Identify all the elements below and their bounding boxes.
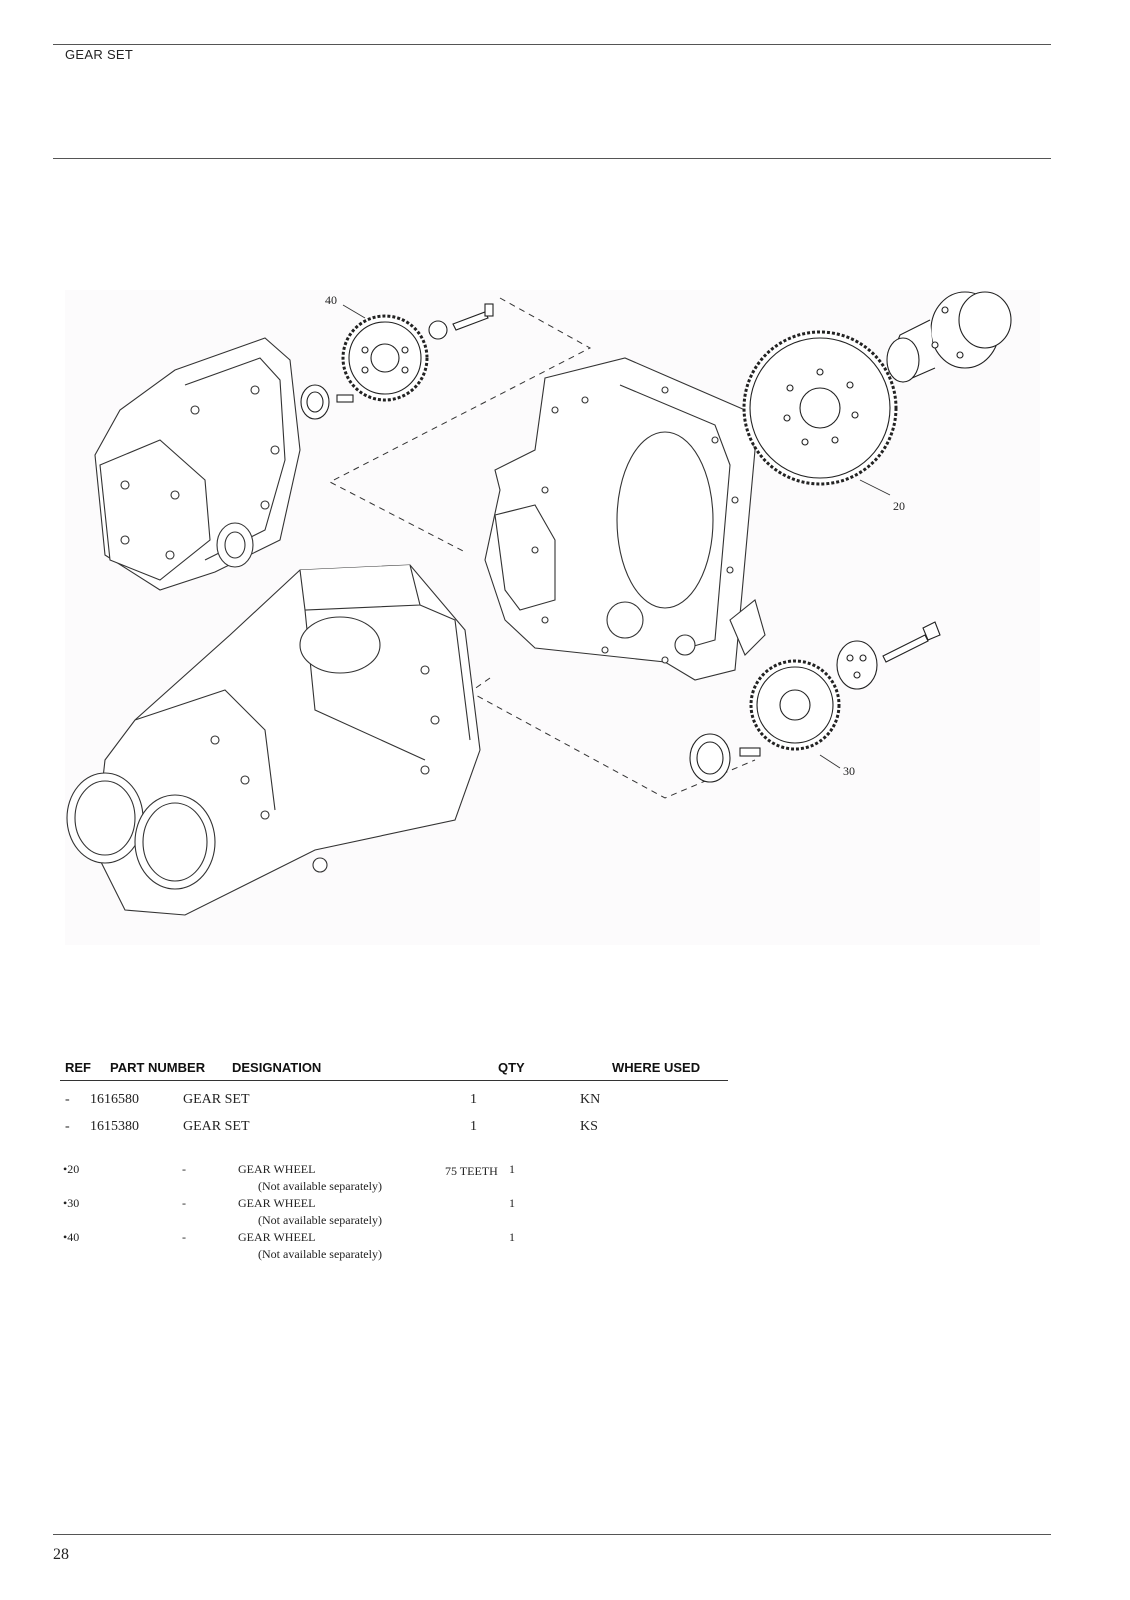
header-ref: REF (65, 1060, 91, 1075)
subrow-ref: •20 (63, 1162, 80, 1176)
upper-housing-assembly (94, 337, 301, 591)
exploded-view-figure: 40 20 30 (65, 290, 1040, 945)
subrow-note: (Not available separately) (258, 1213, 382, 1227)
header-where-used: WHERE USED (612, 1060, 701, 1075)
header-top-rule (53, 44, 1051, 45)
row-ref: - (65, 1119, 70, 1134)
subrow-qty: 1 (509, 1162, 515, 1176)
table-row: - 1615380 GEAR SET 1 KS (60, 1119, 730, 1141)
callout-30: 30 (843, 764, 855, 778)
subrow-dash: - (182, 1162, 186, 1176)
footer-rule (53, 1534, 1051, 1535)
header-bottom-rule (53, 158, 1051, 159)
subrow-dash: - (182, 1230, 186, 1244)
row-qty: 1 (470, 1119, 477, 1134)
subrow-ref: •40 (63, 1230, 80, 1244)
subrow-spec: 75 TEETH (445, 1164, 498, 1178)
row-where-used: KS (580, 1119, 598, 1134)
callout-20: 20 (893, 499, 905, 513)
gear-wheel-40 (300, 303, 494, 420)
section-title: GEAR SET (65, 47, 134, 62)
row-ref: - (65, 1092, 70, 1107)
table-subrow: •20 - GEAR WHEEL 75 TEETH 1 (Not availab… (60, 1162, 730, 1196)
table-subrow: •30 - GEAR WHEEL 1 (Not available separa… (60, 1196, 730, 1230)
subrow-note: (Not available separately) (258, 1247, 382, 1261)
page-number: 28 (53, 1546, 69, 1563)
callout-40: 40 (325, 293, 337, 307)
gear-wheel-20 (742, 291, 1012, 486)
table-row: - 1616580 GEAR SET 1 KN (60, 1092, 730, 1114)
gear-wheel-30 (689, 621, 941, 783)
row-designation: GEAR SET (183, 1119, 250, 1134)
gear-case (484, 357, 766, 681)
lower-compressor-assembly (66, 564, 481, 916)
callout-leader-lines (342, 304, 891, 769)
row-where-used: KN (580, 1092, 601, 1107)
subrow-ref: •30 (63, 1196, 80, 1210)
subrow-qty: 1 (509, 1196, 515, 1210)
row-designation: GEAR SET (183, 1092, 250, 1107)
subrow-note: (Not available separately) (258, 1179, 382, 1193)
subrow-qty: 1 (509, 1230, 515, 1244)
table-subrow: •40 - GEAR WHEEL 1 (Not available separa… (60, 1230, 730, 1264)
row-part-number: 1616580 (90, 1092, 139, 1107)
header-qty: QTY (498, 1060, 525, 1075)
header-part-number: PART NUMBER (110, 1060, 206, 1075)
subrow-designation: GEAR WHEEL (238, 1196, 316, 1210)
table-header-rule (60, 1080, 728, 1081)
subrow-designation: GEAR WHEEL (238, 1162, 316, 1176)
subrow-designation: GEAR WHEEL (238, 1230, 316, 1244)
exploded-view-drawing: 40 20 30 (66, 291, 1012, 916)
row-qty: 1 (470, 1092, 477, 1107)
subrow-dash: - (182, 1196, 186, 1210)
header-designation: DESIGNATION (232, 1060, 322, 1075)
row-part-number: 1615380 (90, 1119, 139, 1134)
